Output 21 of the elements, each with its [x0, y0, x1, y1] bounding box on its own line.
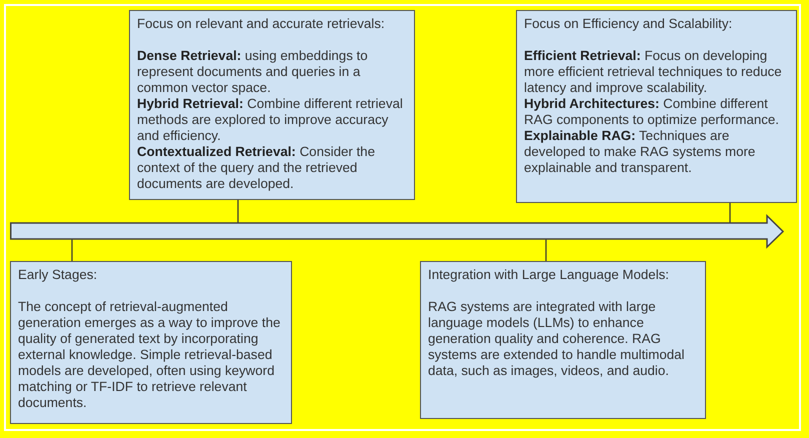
card-text: Dense Retrieval: using embeddings to represent documents and queries in a common vector space. — [137, 48, 369, 96]
timeline — [10, 215, 784, 248]
leader-line — [729, 203, 731, 223]
card-text: Hybrid Architectures: Combine different RAG components to optimize performance. — [524, 96, 780, 128]
card-text: Contextualized Retrieval: Consider the context of the query and the retrieved documents are developed. — [137, 144, 376, 192]
milestone-card — [10, 261, 292, 424]
card-heading: Early Stages: — [18, 267, 98, 283]
card-text: The concept of retrieval-augmented generation emerges as a way to improve the quality of generated text by incorporating external knowledge. Simple retrieval-based models are developed, often using keyword matching or TF-IDF to retrieve relevant documents. — [18, 299, 282, 411]
card-text: RAG systems are integrated with large language models (LLMs) to enhance generation quality and coherence. RAG systems are extended to handle multimodal data, such as images, videos, and audio. — [428, 299, 686, 379]
leader-line — [545, 239, 547, 261]
card-text: Hybrid Retrieval: Combine different retrieval methods are explored to improve accuracy and efficiency. — [137, 96, 404, 144]
milestone-card — [420, 261, 706, 419]
card-heading: Focus on relevant and accurate retrievals: — [137, 16, 386, 32]
card-heading: Integration with Large Language Models: — [428, 267, 670, 283]
card-heading: Focus on Efficiency and Scalability: — [524, 16, 734, 32]
milestone-card — [516, 10, 797, 203]
card-text: Explainable RAG: Techniques are developed to make RAG systems more explainable and transparent. — [524, 128, 756, 176]
leader-line — [237, 200, 239, 223]
card-text: Efficient Retrieval: Focus on developing more efficient retrieval techniques to reduce latency and improve scalability. — [524, 48, 783, 96]
milestone-card — [129, 10, 415, 200]
leader-line — [71, 239, 73, 261]
